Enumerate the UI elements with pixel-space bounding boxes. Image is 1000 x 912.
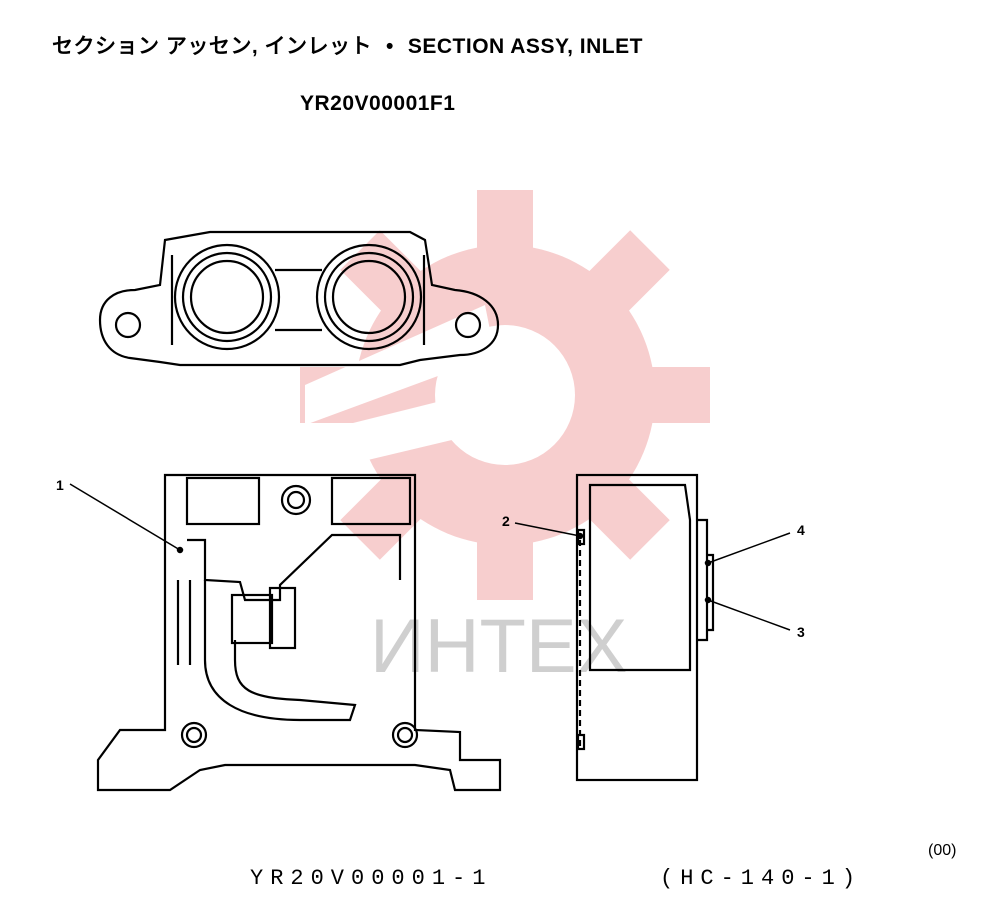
- watermark-text: ИНТЕХ: [370, 604, 627, 689]
- part-number: YR20V00001F1: [300, 92, 456, 115]
- revision-label: (00): [928, 842, 957, 859]
- callout-leaders: [69, 483, 791, 631]
- callout-3: 3: [797, 624, 805, 640]
- callout-4: 4: [797, 522, 805, 538]
- title-english: SECTION ASSY, INLET: [407, 35, 643, 58]
- callout-1: 1: [56, 477, 64, 493]
- page-title: セクション アッセン, インレット • SECTION ASSY, INLET: [52, 30, 643, 60]
- callout-2: 2: [502, 513, 510, 529]
- top-view: [98, 230, 500, 367]
- watermark-gear-logo: [300, 190, 710, 600]
- drawing-id: YR20V00001-1: [250, 866, 493, 891]
- side-view: [575, 473, 715, 782]
- title-japanese: セクション アッセン, インレット: [52, 35, 373, 58]
- title-separator: •: [386, 35, 394, 58]
- page-reference: (HC-140-1): [660, 866, 863, 891]
- front-view: [96, 473, 502, 792]
